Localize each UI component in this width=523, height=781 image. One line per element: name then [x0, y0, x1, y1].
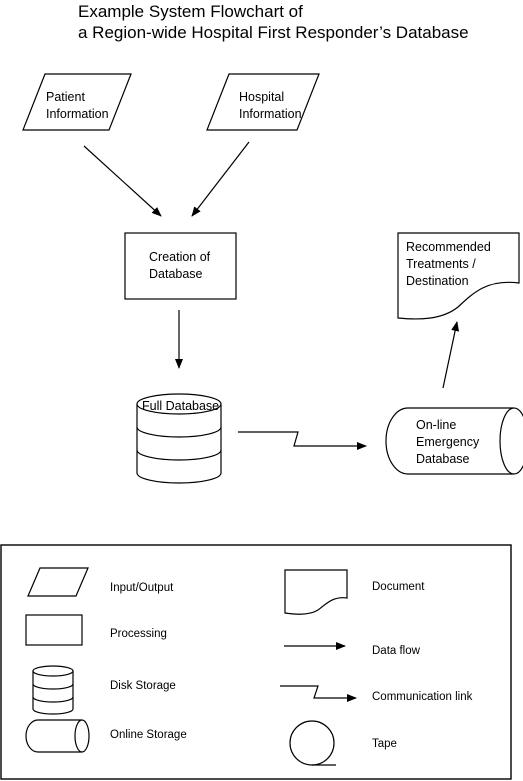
- legend-processing: Processing: [110, 628, 167, 640]
- patient-information-line-2: Information: [46, 107, 109, 121]
- online-database-line-3: Database: [416, 452, 470, 466]
- title-line-1: Example System Flowchart of: [78, 2, 303, 21]
- tape-legend-icon: [289, 720, 335, 766]
- online-database-line-1: On-line: [416, 418, 456, 432]
- online-storage-legend-icon: [25, 719, 90, 753]
- input-output-shape: [206, 73, 320, 131]
- hospital-information-line-1: Hospital: [239, 90, 284, 104]
- data-flow-arrow: [191, 141, 250, 217]
- communication-link-legend-icon: [280, 685, 357, 702]
- full-database-node: Full Database: [136, 393, 222, 484]
- document-legend-icon: [284, 569, 348, 615]
- data-flow-arrow: [83, 145, 162, 217]
- legend: Input/Output Processing Disk Storage Onl…: [0, 544, 512, 780]
- creation-of-database-node: Creation of Database: [124, 232, 237, 300]
- input-output-shape: [22, 73, 132, 131]
- data-flow-arrow: [442, 321, 460, 389]
- legend-border: [0, 544, 512, 780]
- recommended-line-2: Treatments /: [406, 257, 476, 271]
- communication-link-arrow: [238, 431, 356, 447]
- patient-information-node: Patient Information: [22, 73, 132, 131]
- legend-document: Document: [372, 581, 425, 593]
- processing-legend-icon: [25, 614, 83, 646]
- disk-storage-legend-icon: [32, 665, 74, 715]
- legend-communication-link: Communication link: [372, 691, 473, 703]
- patient-information-line-1: Patient: [46, 90, 85, 104]
- creation-line-1: Creation of: [149, 250, 211, 264]
- legend-online-storage: Online Storage: [110, 729, 187, 741]
- online-database-line-2: Emergency: [416, 435, 480, 449]
- title-line-2: a Region-wide Hospital First Responder’s…: [78, 23, 469, 42]
- disk-storage-body: [136, 404, 222, 484]
- input-output-legend-icon: [27, 567, 89, 597]
- legend-tape: Tape: [372, 738, 397, 750]
- recommended-treatments-node: Recommended Treatments / Destination: [397, 232, 520, 320]
- recommended-line-1: Recommended: [406, 240, 491, 254]
- full-database-label: Full Database: [142, 399, 219, 413]
- legend-disk-storage: Disk Storage: [110, 680, 176, 692]
- hospital-information-line-2: Information: [239, 107, 302, 121]
- legend-input-output: Input/Output: [110, 582, 174, 594]
- creation-line-2: Database: [149, 267, 203, 281]
- document-shape: [397, 232, 520, 320]
- hospital-information-node: Hospital Information: [206, 73, 320, 131]
- online-emergency-database-node: On-line Emergency Database: [385, 407, 523, 475]
- process-shape: [124, 232, 237, 300]
- disk-storage-top: [136, 393, 222, 415]
- recommended-line-3: Destination: [406, 274, 469, 288]
- legend-data-flow: Data flow: [372, 645, 421, 657]
